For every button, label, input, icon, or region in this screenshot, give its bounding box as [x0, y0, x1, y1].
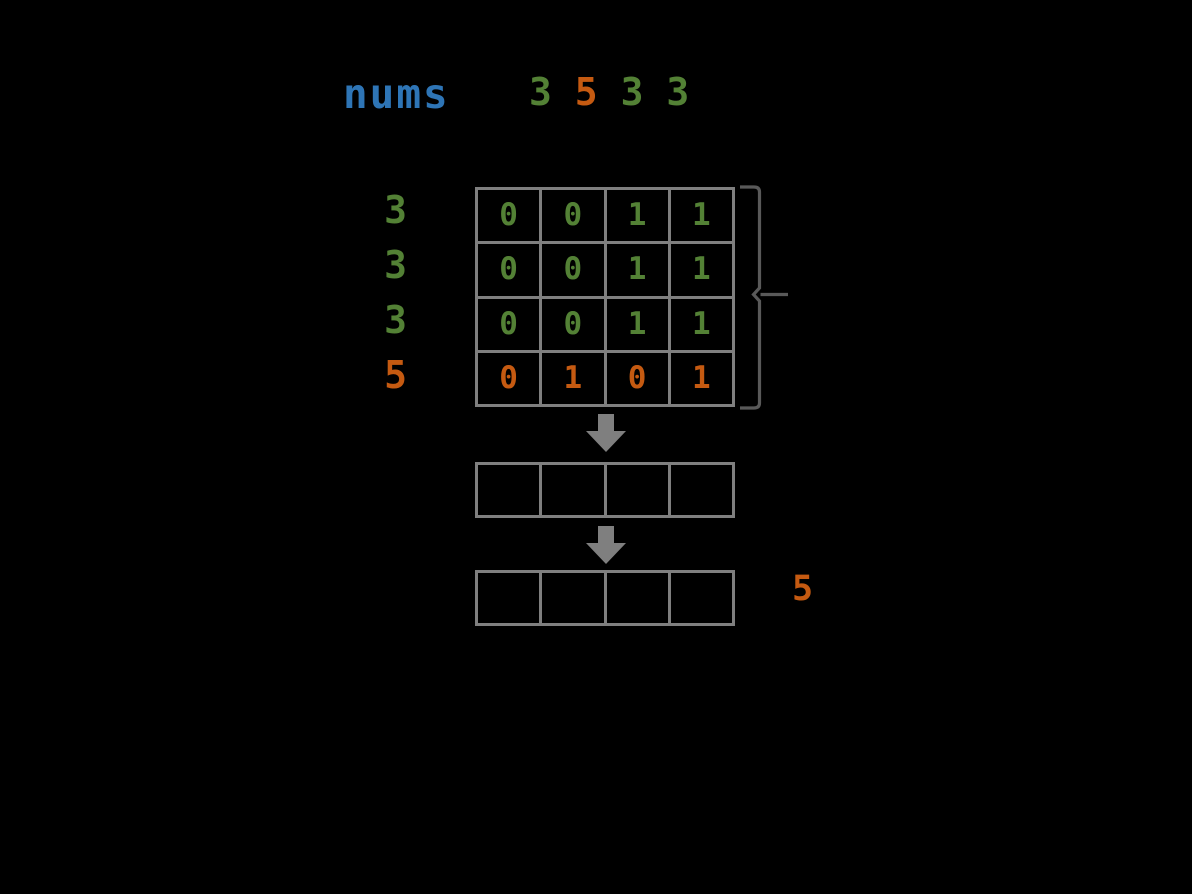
matrix-cell: 0	[478, 352, 540, 404]
matrix-row-label: 3	[384, 187, 407, 232]
matrix-cell: 0	[542, 244, 604, 296]
nums-sequence: 3 5 3 3	[529, 73, 712, 111]
matrix-cell: 0	[542, 190, 604, 242]
nums-sequence-digit: 3	[666, 70, 690, 114]
nums-label: nums	[343, 70, 450, 118]
result-cell	[542, 465, 604, 515]
matrix-cell: 1	[606, 298, 668, 350]
result-cell	[606, 465, 668, 515]
matrix-cell: 1	[670, 190, 732, 242]
nums-sequence-digit: 5	[574, 70, 598, 114]
matrix-cell: 1	[670, 298, 732, 350]
result-cell	[478, 573, 540, 623]
result-row-1	[475, 462, 735, 518]
brace-icon	[740, 185, 788, 410]
matrix-cell: 1	[606, 190, 668, 242]
matrix-cell: 1	[670, 244, 732, 296]
matrix-cell: 0	[478, 298, 540, 350]
down-arrow-icon	[586, 526, 626, 564]
matrix-cell: 0	[478, 190, 540, 242]
result-cell	[670, 465, 732, 515]
down-arrow-icon	[586, 414, 626, 452]
result-cell	[478, 465, 540, 515]
matrix-cell: 0	[542, 298, 604, 350]
result-row-2	[475, 570, 735, 626]
matrix-row-labels: 3 3 3 5	[360, 187, 407, 407]
result-value: 5	[792, 569, 814, 609]
bitmask-matrix: 0 0 1 1 0 0 1 1 0 0 1 1 0 1 0 1	[475, 187, 735, 407]
matrix-cell: 1	[542, 352, 604, 404]
result-cell	[670, 573, 732, 623]
matrix-row-label: 5	[384, 352, 407, 397]
nums-sequence-digit: 3	[529, 70, 552, 114]
matrix-cell: 0	[606, 352, 668, 404]
matrix-cell: 1	[670, 352, 732, 404]
result-cell	[542, 573, 604, 623]
matrix-row-label: 3	[384, 297, 407, 342]
nums-sequence-digit: 3	[620, 70, 644, 114]
matrix-row-label: 3	[384, 242, 407, 287]
matrix-cell: 0	[478, 244, 540, 296]
result-cell	[606, 573, 668, 623]
matrix-cell: 1	[606, 244, 668, 296]
